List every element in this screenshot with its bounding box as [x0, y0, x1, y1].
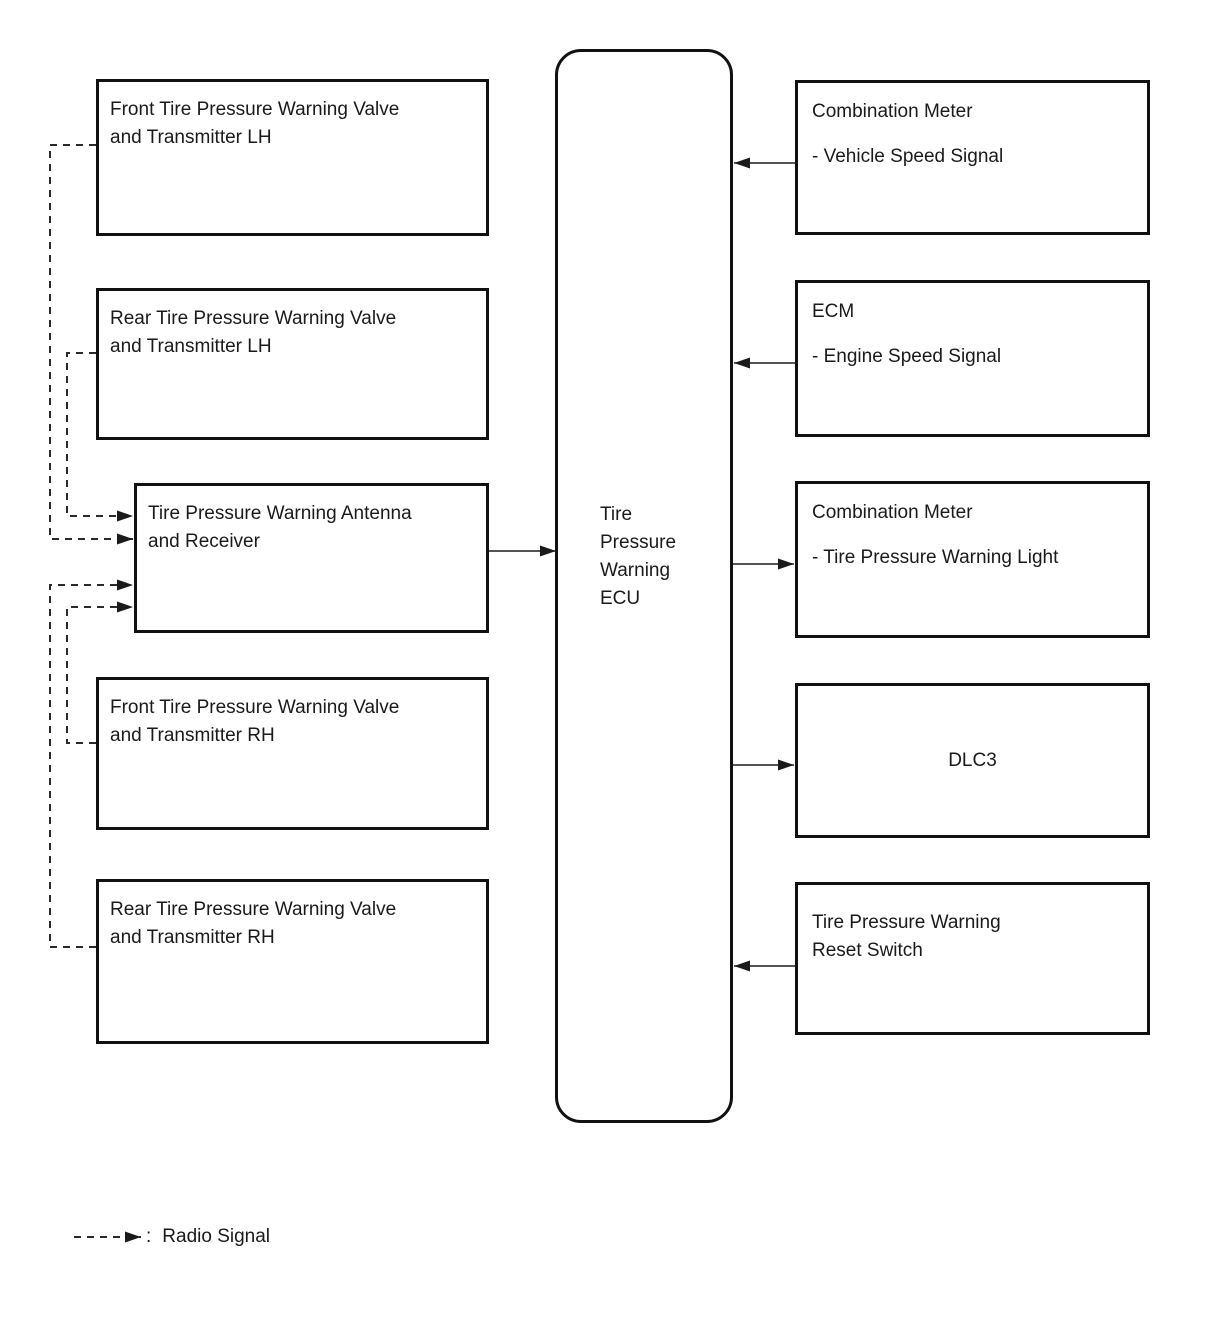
- rear-valve-transmitter-lh-box: Rear Tire Pressure Warning Valve and Tra…: [96, 288, 489, 440]
- engine-speed-signal-label: - Engine Speed Signal: [812, 346, 1002, 367]
- reset-switch-label-line2: Reset Switch: [812, 940, 923, 961]
- ecu-label-line3: Warning: [600, 560, 671, 581]
- front-valve-transmitter-lh-box: Front Tire Pressure Warning Valve and Tr…: [96, 79, 489, 236]
- antenna-receiver-box: Tire Pressure Warning Antenna and Receiv…: [134, 483, 489, 633]
- front-valve-transmitter-rh-label-line1: Front Tire Pressure Warning Valve: [110, 697, 400, 718]
- tire-pressure-warning-ecu-box: Tire Pressure Warning ECU: [555, 49, 733, 1123]
- ecu-label-line2: Pressure: [600, 532, 677, 553]
- reset-switch-box: Tire Pressure Warning Reset Switch: [795, 882, 1150, 1035]
- tire-pressure-warning-light-label: - Tire Pressure Warning Light: [812, 547, 1059, 568]
- combination-meter-warning-light-title: Combination Meter: [812, 502, 973, 523]
- ecu-label-line1: Tire: [600, 504, 633, 525]
- ecu-label-line4: ECU: [600, 588, 641, 609]
- rear-valve-transmitter-rh-box: Rear Tire Pressure Warning Valve and Tra…: [96, 879, 489, 1044]
- rear-valve-transmitter-rh-label-line2: and Transmitter RH: [110, 927, 275, 948]
- radio-signal-dashed-arrow-icon: [74, 1231, 141, 1243]
- dlc3-box: DLC3: [795, 683, 1150, 838]
- combination-meter-vehicle-speed-box: Combination Meter - Vehicle Speed Signal: [795, 80, 1150, 235]
- rear-valve-transmitter-lh-label-line2: and Transmitter LH: [110, 336, 272, 357]
- dlc3-label: DLC3: [948, 749, 997, 771]
- combination-meter-vehicle-speed-title: Combination Meter: [812, 101, 973, 122]
- legend-label: Radio Signal: [162, 1226, 271, 1247]
- rear-valve-transmitter-rh-label-line1: Rear Tire Pressure Warning Valve: [110, 899, 397, 920]
- front-valve-transmitter-lh-label-line2: and Transmitter LH: [110, 127, 272, 148]
- front-valve-transmitter-lh-label-line1: Front Tire Pressure Warning Valve: [110, 99, 400, 120]
- tire-pressure-warning-ecu-label: Tire Pressure Warning ECU: [600, 501, 676, 613]
- combination-meter-warning-light-box: Combination Meter - Tire Pressure Warnin…: [795, 481, 1150, 638]
- reset-switch-label-line1: Tire Pressure Warning: [812, 912, 1001, 933]
- antenna-receiver-label-line1: Tire Pressure Warning Antenna: [148, 503, 412, 524]
- front-valve-transmitter-rh-label-line2: and Transmitter RH: [110, 725, 275, 746]
- ecm-title: ECM: [812, 301, 855, 322]
- vehicle-speed-signal-label: - Vehicle Speed Signal: [812, 146, 1004, 167]
- legend-separator: :: [146, 1226, 152, 1247]
- antenna-receiver-label-line2: and Receiver: [148, 531, 260, 552]
- front-valve-transmitter-rh-box: Front Tire Pressure Warning Valve and Tr…: [96, 677, 489, 830]
- ecm-box: ECM - Engine Speed Signal: [795, 280, 1150, 437]
- legend: : Radio Signal: [73, 1225, 270, 1249]
- rear-valve-transmitter-lh-label-line1: Rear Tire Pressure Warning Valve: [110, 308, 397, 329]
